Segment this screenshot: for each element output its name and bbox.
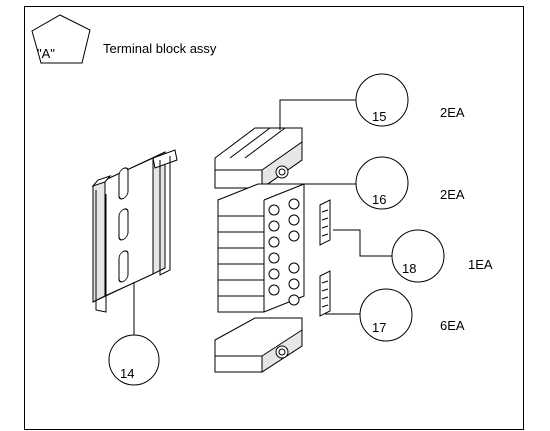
callout-17-qty: 6EA bbox=[440, 318, 465, 333]
din-rail bbox=[91, 149, 178, 335]
callout-15-qty: 2EA bbox=[440, 105, 465, 120]
view-marker: "A" bbox=[31, 14, 91, 64]
callout-14: 14 bbox=[108, 334, 160, 386]
callout-16-number: 16 bbox=[372, 192, 386, 207]
pentagon-icon bbox=[31, 14, 91, 64]
end-block-bottom bbox=[214, 317, 303, 373]
callout-16-qty: 2EA bbox=[440, 187, 465, 202]
callout-18-qty: 1EA bbox=[468, 257, 493, 272]
leader-15 bbox=[279, 99, 360, 130]
jumper-bar-lower bbox=[319, 270, 331, 317]
terminal-modules bbox=[217, 183, 305, 313]
end-block-top bbox=[214, 127, 303, 189]
callout-17-number: 17 bbox=[372, 320, 386, 335]
callout-17: 17 6EA bbox=[359, 288, 465, 342]
assembly-title: Terminal block assy bbox=[103, 41, 217, 56]
callout-15-number: 15 bbox=[372, 109, 386, 124]
callout-15: 15 2EA bbox=[355, 73, 465, 127]
view-marker-label: "A" bbox=[37, 46, 55, 61]
leader-18 bbox=[333, 229, 392, 257]
callout-18-number: 18 bbox=[402, 261, 416, 276]
jumper-bar-upper bbox=[319, 199, 331, 246]
callout-18: 18 1EA bbox=[391, 229, 493, 283]
callout-16: 16 2EA bbox=[355, 156, 465, 210]
callout-14-number: 14 bbox=[120, 366, 134, 381]
